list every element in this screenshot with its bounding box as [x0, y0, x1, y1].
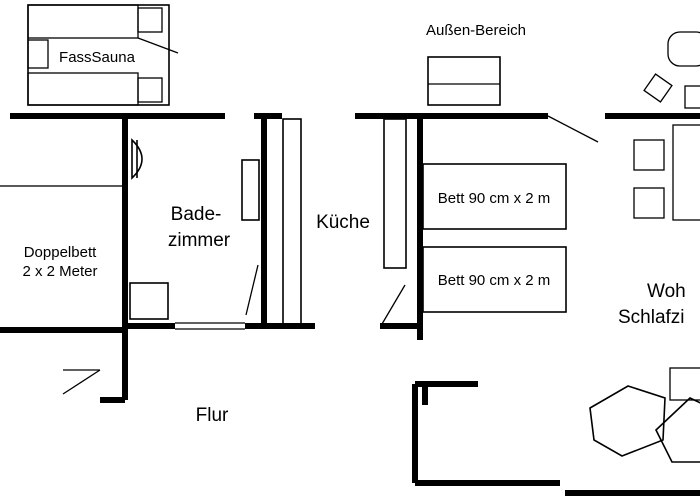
single-beds [422, 163, 567, 313]
sauna-stool-top [137, 7, 163, 33]
hallway-door-swing [62, 369, 101, 395]
label-living-line1: Woh [647, 281, 686, 302]
label-outdoor-area: Außen-Bereich [426, 22, 526, 39]
sauna-door-swing [137, 37, 179, 54]
bathroom-fixtures [129, 138, 260, 320]
living-bedroom [589, 124, 700, 463]
outdoor-furniture-right [643, 31, 700, 109]
label-bathroom-line1: Bade- [171, 204, 222, 225]
side-table-lower [633, 187, 665, 219]
kitchen-door-swing [381, 284, 406, 325]
label-bed-lower: Bett 90 cm x 2 m [438, 272, 551, 289]
label-double-bed-line2: 2 x 2 Meter [22, 263, 97, 280]
wardrobe [672, 124, 700, 221]
armchair-2 [655, 397, 700, 463]
sauna-bench-lower [27, 72, 139, 106]
outdoor-area [427, 56, 501, 106]
bathroom-cabinet [241, 159, 260, 221]
label-living-line2: Schlafzi [618, 307, 685, 328]
shower-tray [129, 282, 169, 320]
bathroom-walls [125, 116, 315, 330]
sauna-stool-bottom [137, 77, 163, 103]
outdoor-chair-round [667, 31, 700, 67]
outdoor-door-swing [547, 115, 599, 143]
side-table-upper [633, 139, 665, 171]
exterior-walls [0, 113, 700, 496]
outdoor-bench [427, 56, 501, 106]
double-bed [0, 185, 125, 331]
label-double-bed-line1: Doppelbett [24, 244, 97, 261]
armchair-1 [589, 385, 666, 457]
label-sauna: FassSauna [59, 49, 136, 66]
outdoor-stool-2 [684, 85, 700, 109]
sauna [27, 4, 179, 106]
bathroom-door-swing [245, 264, 259, 316]
kitchen-counter-left [282, 118, 302, 325]
bed-lower [422, 246, 567, 313]
label-bed-upper: Bett 90 cm x 2 m [438, 190, 551, 207]
left-bedroom [0, 185, 125, 395]
label-bathroom-line2: zimmer [168, 230, 231, 251]
bed-upper [422, 163, 567, 230]
sauna-bench-upper [27, 4, 139, 39]
kitchen-counter-right [383, 118, 407, 269]
outdoor-stool [643, 73, 673, 103]
kitchen-walls [282, 116, 423, 340]
sink [131, 138, 143, 180]
label-hallway: Flur [196, 405, 229, 426]
room-labels: FassSauna Außen-Bereich Doppelbett 2 x 2… [22, 22, 685, 426]
sauna-door-block [27, 39, 49, 69]
couch-end [669, 367, 700, 401]
label-kitchen: Küche [316, 212, 370, 233]
